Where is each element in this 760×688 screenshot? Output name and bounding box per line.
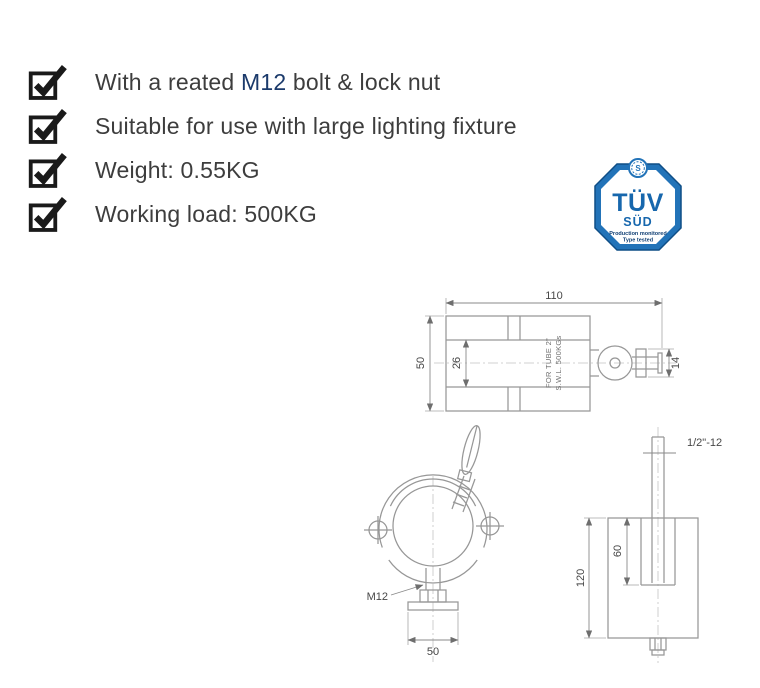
dimensions: 1/2"-12 120 60: [575, 437, 722, 639]
dim-overall-width: 110: [545, 290, 563, 302]
feature-text-pre: With a reated: [95, 69, 241, 95]
dim-nut-width: 14: [670, 357, 682, 369]
badge-title: TÜV: [612, 188, 664, 217]
dimensions: 110 50 26 14: [415, 290, 682, 412]
badge-s-symbol: S: [635, 164, 641, 173]
feature-text: Suitable for use with large lighting fix…: [95, 113, 517, 140]
feature-text-post: bolt & lock nut: [286, 69, 441, 95]
badge-subtitle: SÜD: [623, 214, 652, 229]
wing-bolt-assembly: [590, 345, 663, 381]
dim-overall-height: 50: [415, 357, 427, 369]
checkmark-icon: [28, 64, 68, 101]
feature-text: Working load: 500KG: [95, 201, 317, 228]
checkmark-icon: [28, 196, 68, 233]
feature-item-bolt: With a reated M12 bolt & lock nut: [28, 64, 517, 101]
wing-nut: [451, 425, 481, 513]
dim-overall-height: 120: [575, 569, 587, 587]
top-view-drawing: 110 50 26 14 FOR TUBE 2" S.W.L. 500KGs: [415, 290, 682, 412]
dim-slot-depth: 60: [612, 545, 624, 557]
feature-text: With a reated M12 bolt & lock nut: [95, 69, 440, 96]
top-bolt: [651, 436, 665, 583]
feature-text-pre: Working load: 500KG: [95, 201, 317, 227]
checkmark-icon: [28, 108, 68, 145]
feature-item-weight: Weight: 0.55KG: [28, 152, 517, 189]
badge-caption-2: Type tested: [623, 238, 653, 244]
dimensions: M12 50: [367, 584, 459, 658]
feature-text: Weight: 0.55KG: [95, 157, 260, 184]
feature-item-fixture: Suitable for use with large lighting fix…: [28, 108, 517, 145]
clamp-body: [364, 474, 504, 584]
feature-text-pre: Weight: 0.55KG: [95, 157, 260, 183]
badge-caption-1: Production monitored: [609, 231, 666, 237]
dim-base-width: 50: [427, 646, 439, 658]
clamp-body-outline: [445, 315, 591, 412]
feature-text-highlight: M12: [240, 69, 287, 95]
bottom-bolt: [407, 568, 459, 611]
marking-tube-size: FOR TUBE 2": [544, 338, 553, 388]
dim-channel-width: 26: [451, 357, 463, 369]
marking-swl: S.W.L. 500KGs: [554, 335, 563, 390]
badge-gear-teeth: [631, 161, 645, 175]
dim-bolt-size: M12: [367, 591, 388, 603]
badge-octagon-inner: [601, 170, 675, 244]
dim-thread-spec: 1/2"-12: [687, 437, 722, 449]
checkmark-icon: [28, 152, 68, 189]
feature-text-pre: Suitable for use with large lighting fix…: [95, 113, 517, 139]
clamp-side-view-drawing: M12 50: [364, 425, 504, 662]
body-marking: FOR TUBE 2" S.W.L. 500KGs: [544, 335, 563, 390]
coupler-body: [607, 517, 699, 639]
front-view-drawing: 1/2"-12 120 60: [575, 427, 722, 663]
feature-list: With a reated M12 bolt & lock nut Suitab…: [28, 64, 517, 240]
bottom-nut: [649, 637, 667, 656]
tuv-sud-badge: S TÜV SÜD Production monitored Type test…: [588, 156, 688, 267]
feature-item-working-load: Working load: 500KG: [28, 196, 517, 233]
